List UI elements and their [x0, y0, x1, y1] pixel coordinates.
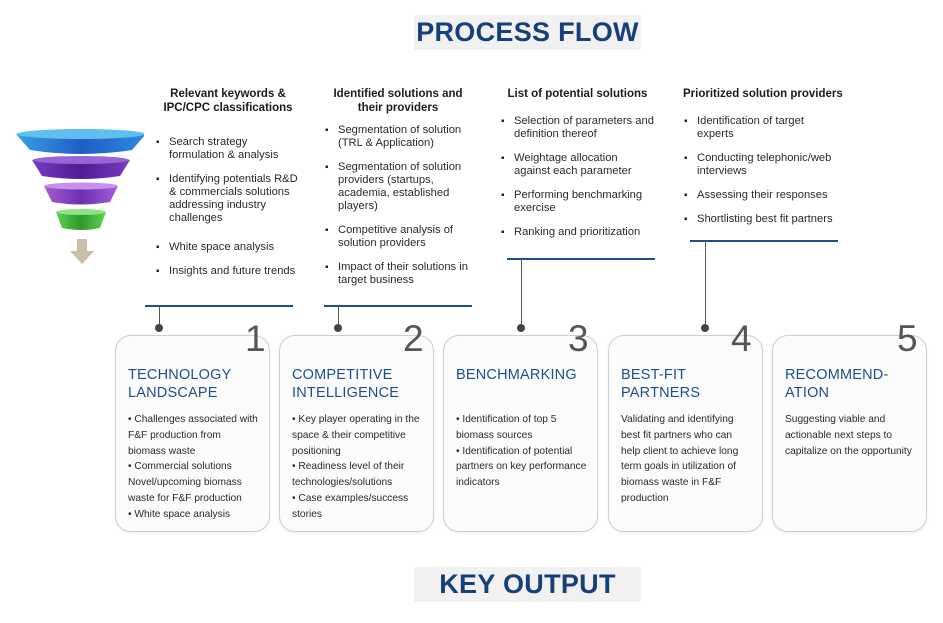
list-item: Impact of their solutions in target busi… — [324, 261, 472, 287]
card-text: • Commercial solutions Novel/upcoming bi… — [128, 461, 242, 504]
card-body: • Identification of top 5 biomass source… — [456, 412, 589, 491]
connector-line — [324, 305, 472, 307]
card-text: • Key player operating in the space & th… — [292, 414, 420, 457]
step-number: 1 — [245, 318, 266, 359]
connector-line — [338, 306, 339, 328]
step-number: 4 — [731, 318, 752, 359]
list-item: Competitive analysis of solution provide… — [324, 224, 472, 250]
list-item: Segmentation of solution (TRL & Applicat… — [324, 124, 472, 150]
step-number: 3 — [568, 318, 589, 359]
list-item: Identifying potentials R&D & commercials… — [155, 173, 301, 225]
list-item: White space analysis — [155, 241, 301, 254]
column-list: Segmentation of solution (TRL & Applicat… — [324, 124, 472, 287]
card-benchmarking: BENCHMARKING • Identification of top 5 b… — [443, 335, 598, 532]
card-text: • Readiness level of their technologies/… — [292, 461, 405, 489]
list-item: Performing benchmarking exercise — [500, 189, 655, 215]
connector-dot — [517, 324, 525, 332]
down-arrow-icon — [70, 239, 94, 264]
card-text: Validating and identifying best fit part… — [621, 414, 739, 504]
card-body: Suggesting viable and actionable next st… — [785, 412, 918, 459]
card-technology-landscape: TECHNOLOGY LANDSCAPE • Challenges associ… — [115, 335, 270, 532]
card-body: • Key player operating in the space & th… — [292, 412, 425, 523]
connector-dot — [334, 324, 342, 332]
card-title: BEST-FIT PARTNERS — [621, 367, 701, 401]
list-item: Insights and future trends — [155, 265, 301, 278]
list-item: Selection of parameters and definition t… — [500, 115, 655, 141]
card-text: • Identification of potential partners o… — [456, 445, 587, 489]
list-item: Assessing their responses — [683, 189, 843, 202]
list-item: Shortlisting best fit partners — [683, 213, 843, 226]
column-list: Search strategy formulation & analysis I… — [155, 136, 301, 278]
connector-dot — [155, 324, 163, 332]
connector-line — [705, 241, 706, 328]
column-prioritized-providers: Prioritized solution providers Identific… — [683, 87, 843, 237]
connector-line — [159, 306, 160, 328]
step-number: 5 — [897, 318, 918, 359]
card-text: • Identification of top 5 biomass source… — [456, 414, 557, 441]
card-title: BENCHMARKING — [456, 367, 577, 383]
list-item: Weightage allocation against each parame… — [500, 152, 655, 178]
column-keywords: Relevant keywords & IPC/CPC classificati… — [155, 87, 301, 289]
funnel-icon — [16, 129, 144, 230]
column-list: Identification of target experts Conduct… — [683, 115, 843, 226]
card-text: • Case examples/success stories — [292, 492, 409, 520]
list-item: Segmentation of solution providers (star… — [324, 161, 472, 213]
column-heading: Prioritized solution providers — [683, 88, 843, 100]
key-output-title: KEY OUTPUT — [414, 567, 641, 602]
column-heading: Identified solutions and their providers — [333, 88, 463, 114]
card-text: • Challenges associated with F&F product… — [128, 414, 258, 457]
list-item: Ranking and prioritization — [500, 226, 655, 239]
card-text: • White space analysis — [128, 508, 231, 520]
list-item: Search strategy formulation & analysis — [155, 136, 301, 162]
column-solutions: Identified solutions and their providers… — [324, 87, 472, 298]
list-item: Conducting telephonic/web interviews — [683, 152, 843, 178]
card-body: • Challenges associated with F&F product… — [128, 412, 261, 523]
connector-line — [690, 240, 838, 242]
card-title: RECOMMEND-ATION — [785, 367, 889, 401]
connector-line — [507, 258, 655, 260]
column-potential-solutions: List of potential solutions Selection of… — [500, 87, 655, 250]
card-best-fit-partners: BEST-FIT PARTNERS Validating and identif… — [608, 335, 763, 532]
list-item: Identification of target experts — [683, 115, 843, 141]
card-body: Validating and identifying best fit part… — [621, 412, 754, 507]
column-heading: List of potential solutions — [507, 88, 648, 100]
connector-line — [521, 259, 522, 328]
card-recommendation: RECOMMEND-ATION Suggesting viable and ac… — [772, 335, 927, 532]
connector-line — [145, 305, 293, 307]
page-title: PROCESS FLOW — [414, 15, 641, 50]
card-text: Suggesting viable and actionable next st… — [785, 414, 912, 457]
card-competitive-intelligence: COMPETITIVE INTELLIGENCE • Key player op… — [279, 335, 434, 532]
column-heading: Relevant keywords & IPC/CPC classificati… — [163, 88, 293, 114]
connector-dot — [701, 324, 709, 332]
step-number: 2 — [403, 318, 424, 359]
card-title: COMPETITIVE INTELLIGENCE — [292, 367, 400, 401]
column-list: Selection of parameters and definition t… — [500, 115, 655, 239]
card-title: TECHNOLOGY LANDSCAPE — [128, 367, 232, 401]
